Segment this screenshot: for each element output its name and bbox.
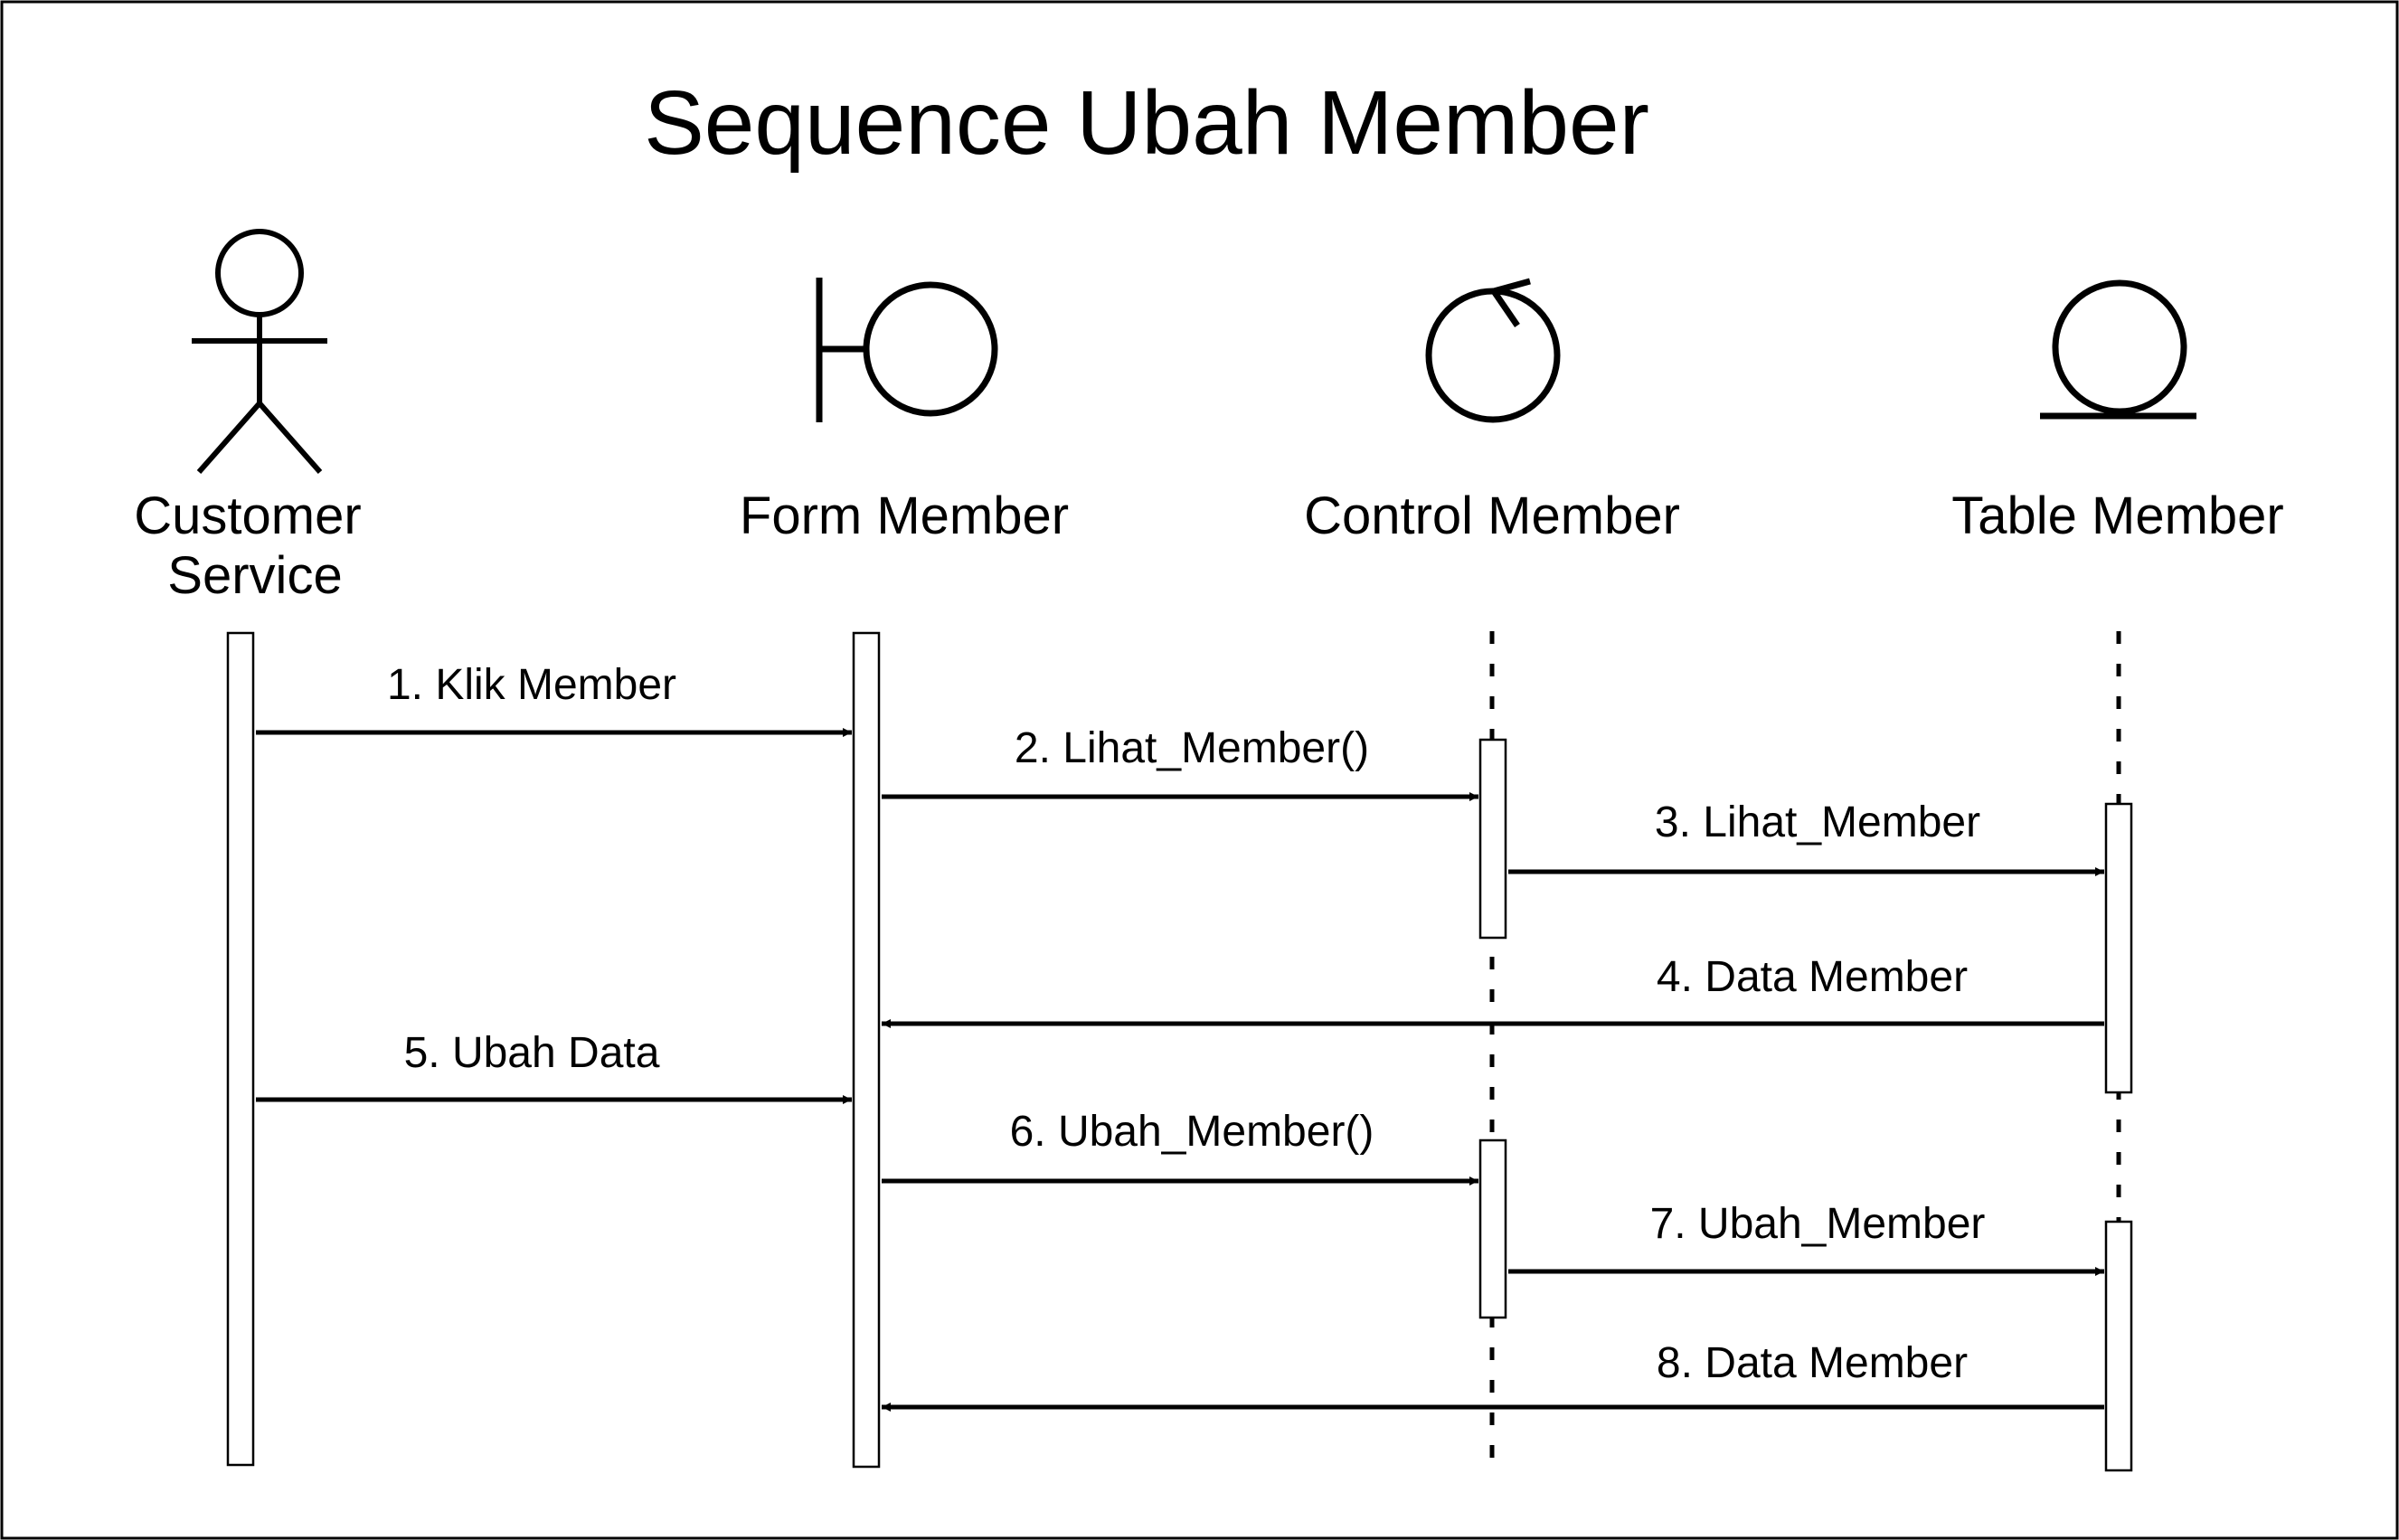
- svg-text:2. Lihat_Member(): 2. Lihat_Member(): [1015, 724, 1369, 772]
- message-1: 1. Klik Member: [256, 661, 852, 737]
- message-8: 8. Data Member: [882, 1339, 2104, 1412]
- participant-label-control-member: Control Member: [1304, 487, 1680, 545]
- svg-text:3. Lihat_Member: 3. Lihat_Member: [1655, 798, 1980, 846]
- activation-bar-form-member: [852, 631, 881, 1469]
- participant-label-customer-service: Customer Service: [134, 487, 376, 605]
- svg-text:1. Klik Member: 1. Klik Member: [387, 661, 676, 709]
- svg-text:7. Ubah_Member: 7. Ubah_Member: [1650, 1200, 1986, 1248]
- boundary-icon: [816, 278, 998, 422]
- message-2: 2. Lihat_Member(): [882, 724, 1478, 801]
- entity-icon: [2040, 279, 2196, 420]
- message-7: 7. Ubah_Member: [1508, 1200, 2104, 1276]
- participant-label-table-member: Table Member: [1951, 487, 2283, 545]
- svg-text:4. Data Member: 4. Data Member: [1657, 953, 1968, 1001]
- svg-text:8. Data Member: 8. Data Member: [1657, 1339, 1968, 1387]
- diagram-title: Sequence Ubah Member: [644, 72, 1649, 174]
- svg-text:5. Ubah Data: 5. Ubah Data: [404, 1029, 660, 1077]
- message-6: 6. Ubah_Member(): [882, 1108, 1478, 1186]
- message-3: 3. Lihat_Member: [1508, 798, 2104, 876]
- participant-label-form-member: Form Member: [740, 487, 1069, 545]
- activation-bar-control-member: [1478, 738, 1507, 940]
- message-5: 5. Ubah Data: [256, 1029, 852, 1104]
- activation-bar-control-member: [1478, 1138, 1507, 1319]
- activation-bar-customer-service: [226, 631, 255, 1467]
- activation-bar-table-member: [2104, 802, 2133, 1094]
- actor-icon: [192, 229, 327, 474]
- svg-text:6. Ubah_Member(): 6. Ubah_Member(): [1010, 1108, 1374, 1156]
- message-4: 4. Data Member: [882, 953, 2104, 1028]
- control-icon: [1425, 278, 1561, 423]
- activation-bar-table-member: [2104, 1220, 2133, 1472]
